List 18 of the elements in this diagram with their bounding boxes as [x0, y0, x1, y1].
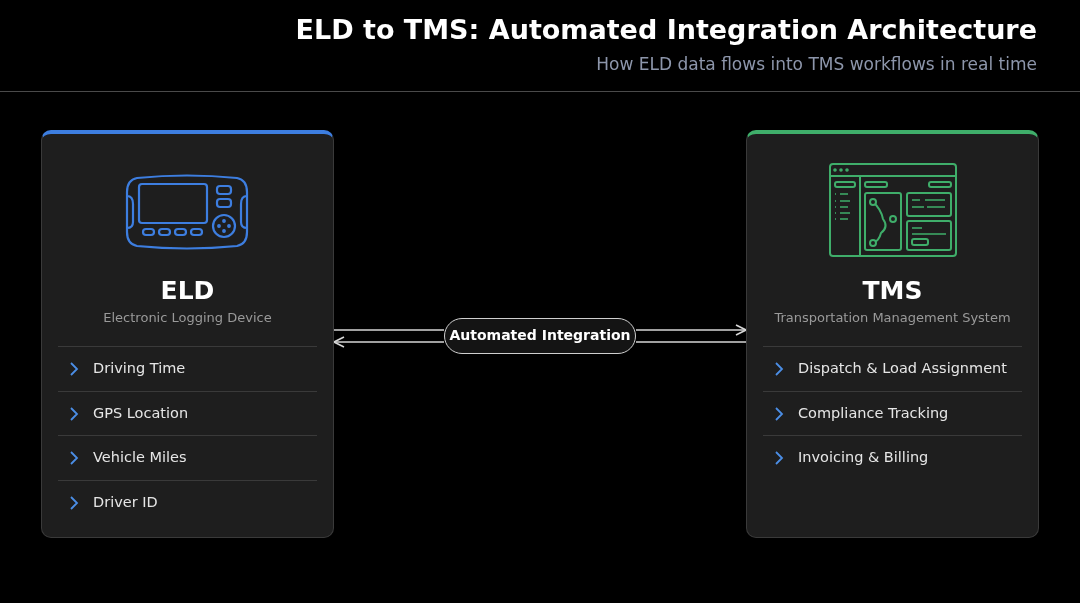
list-item: Dispatch & Load Assignment — [798, 360, 1007, 376]
arrow — [333, 336, 445, 348]
title: ELD to TMS: Automated Integration Architecture — [295, 14, 1037, 45]
card-heading: ELD — [159, 276, 216, 305]
list-item: Compliance Tracking — [798, 404, 949, 421]
list-item: Driver ID — [93, 494, 158, 511]
card-subheading: Electronic Logging Device — [102, 310, 273, 325]
subtitle: How ELD data flows into TMS workflows in real time — [596, 54, 1037, 74]
card-heading: TMS — [861, 276, 924, 305]
list-item: Driving Time — [93, 360, 186, 376]
list-item: Vehicle Miles — [93, 449, 187, 466]
system-card — [41, 130, 334, 538]
card-subheading: Transportation Management System — [773, 310, 1012, 325]
system-card — [746, 130, 1039, 538]
list-item: GPS Location — [93, 404, 189, 421]
list-item: Invoicing & Billing — [798, 449, 929, 466]
arrow — [635, 324, 747, 336]
integration-pill: Automated Integration — [444, 318, 636, 354]
